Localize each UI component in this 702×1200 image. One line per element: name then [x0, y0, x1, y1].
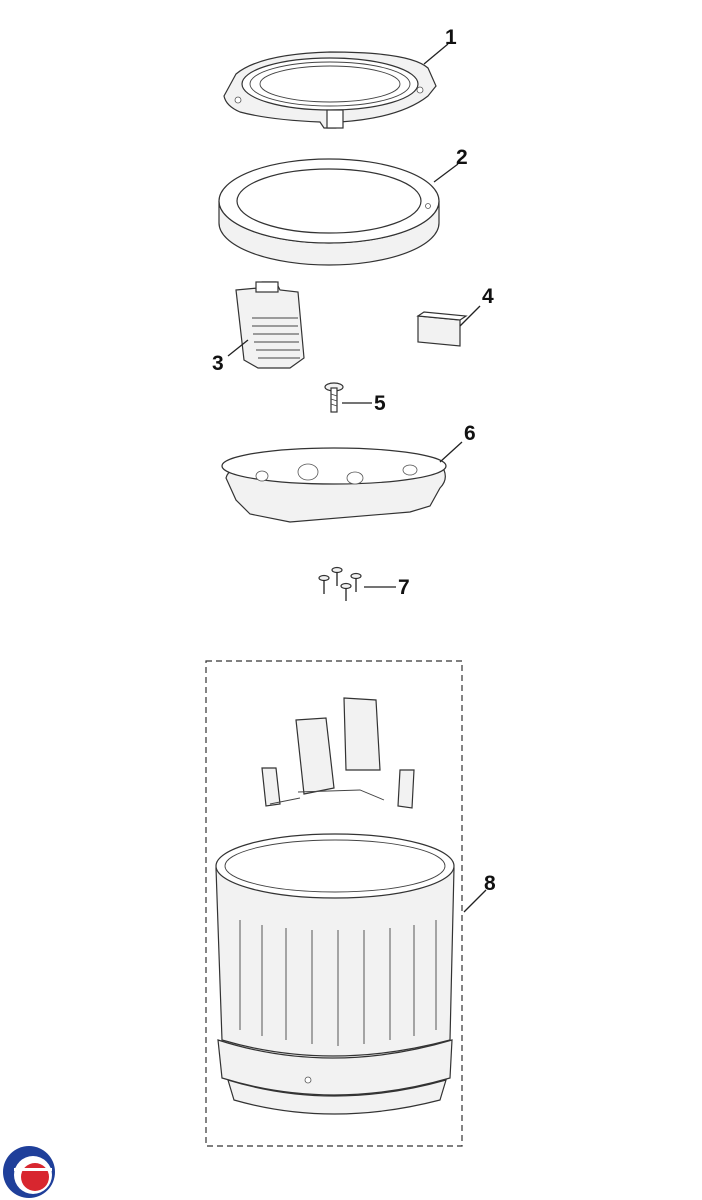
tub-bracket-icon	[221, 447, 447, 523]
lid-frame-icon	[223, 51, 437, 129]
callout-5: 5	[374, 392, 386, 415]
screw-icon	[324, 382, 344, 413]
callout-2: 2	[456, 146, 468, 169]
callout-1: 1	[445, 26, 457, 49]
screw-set-icon	[318, 566, 362, 601]
brand-logo-icon	[3, 1146, 55, 1198]
callout-7: 7	[398, 576, 410, 599]
callout-4: 4	[482, 285, 494, 308]
pad-icon	[416, 311, 468, 347]
wash-basket-icon	[215, 697, 455, 1115]
callout-3: 3	[212, 352, 224, 375]
lint-filter-icon	[235, 281, 305, 369]
balance-ring-icon	[218, 158, 440, 266]
callout-6: 6	[464, 422, 476, 445]
callout-8: 8	[484, 872, 496, 895]
